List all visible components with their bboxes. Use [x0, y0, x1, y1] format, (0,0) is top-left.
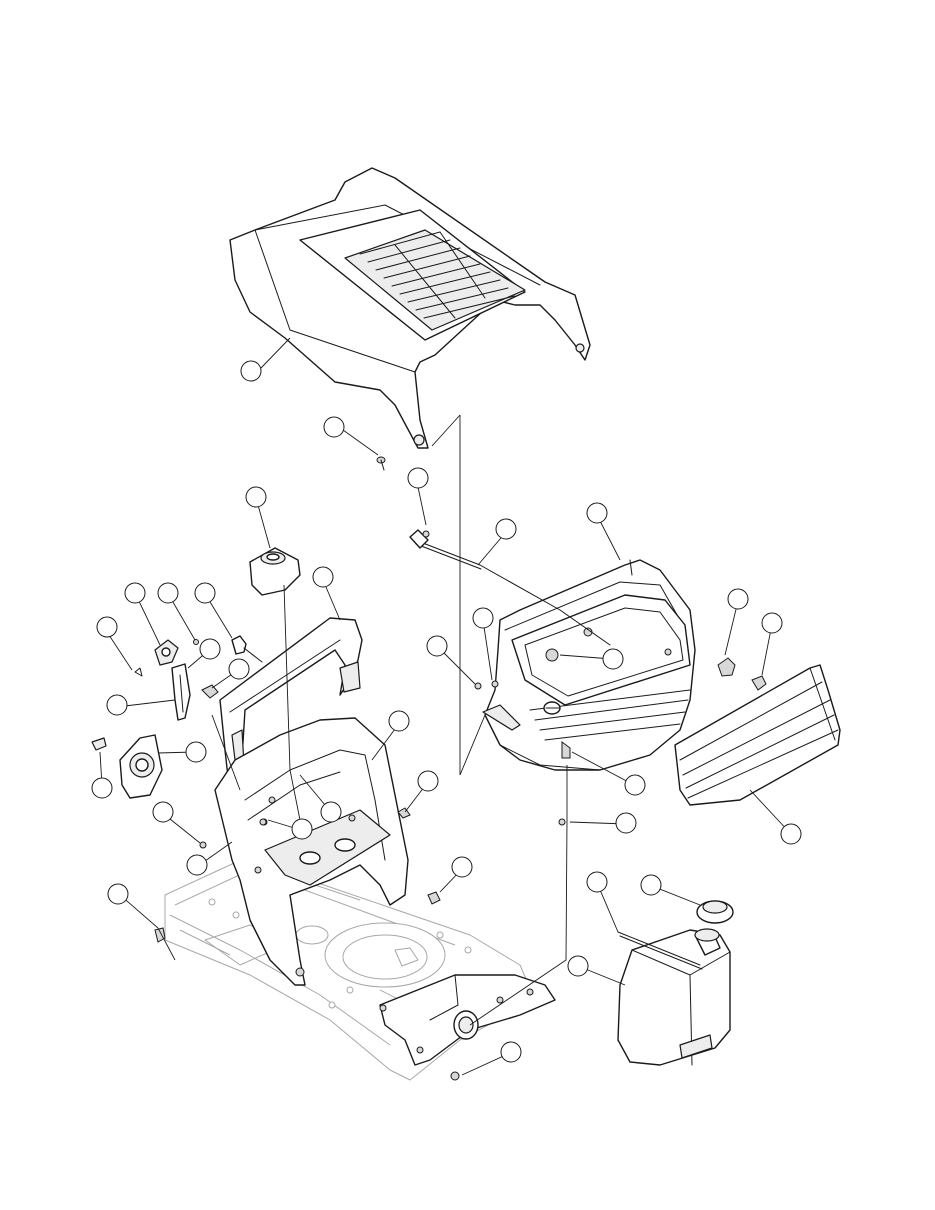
callout-34 — [640, 874, 662, 896]
grille-assembly — [482, 559, 696, 771]
tractor-frame — [164, 857, 536, 1081]
callout-32 — [780, 823, 802, 845]
front-bracket — [379, 974, 556, 1066]
hood-rod — [409, 529, 611, 646]
side-panel — [674, 664, 841, 806]
fasteners — [154, 680, 571, 1081]
callout-13 — [185, 741, 207, 763]
grommet — [201, 684, 219, 699]
callout-3 — [407, 467, 429, 489]
callout-29 — [615, 812, 637, 834]
headlight-housing — [119, 734, 163, 799]
hood-screw — [376, 456, 386, 471]
callout-15 — [152, 801, 174, 823]
panel-clip — [717, 657, 767, 691]
callout-1 — [240, 360, 262, 382]
callout-6 — [124, 582, 146, 604]
callout-24 — [586, 502, 608, 524]
steering-cover — [249, 547, 301, 596]
callout-14 — [91, 777, 113, 799]
callout-5 — [312, 566, 334, 588]
callout-12 — [106, 694, 128, 716]
callout-21 — [451, 856, 473, 878]
fuel-cap — [696, 900, 734, 924]
hood-vent-slats — [359, 231, 516, 319]
callout-28 — [624, 774, 646, 796]
callout-33 — [586, 871, 608, 893]
callout-23 — [495, 518, 517, 540]
callout-27 — [602, 648, 624, 670]
pto-bracket — [171, 663, 191, 721]
callout-8 — [194, 582, 216, 604]
ignition-switch — [154, 639, 179, 666]
throttle-knob — [231, 635, 263, 663]
callout-17 — [291, 818, 313, 840]
callout-7 — [157, 582, 179, 604]
callout-31 — [761, 612, 783, 634]
front-support — [214, 717, 409, 986]
hood — [229, 167, 591, 449]
callout-11 — [228, 658, 250, 680]
callout-10 — [199, 638, 221, 660]
callout-18 — [320, 801, 342, 823]
callout-circles — [91, 360, 802, 1063]
callout-25 — [426, 635, 448, 657]
fuel-tank — [617, 928, 731, 1066]
fuel-gauge-strap — [617, 931, 703, 970]
callout-9 — [96, 616, 118, 638]
callout-26 — [472, 607, 494, 629]
clip — [91, 737, 107, 751]
callout-20 — [417, 770, 439, 792]
keeper — [193, 639, 199, 645]
headlight-bulb — [543, 701, 561, 715]
callout-19 — [388, 710, 410, 732]
callout-30 — [727, 588, 749, 610]
callout-36 — [500, 1041, 522, 1063]
callout-22 — [107, 883, 129, 905]
key — [134, 667, 143, 677]
callout-16 — [186, 854, 208, 876]
callout-2 — [323, 416, 345, 438]
callout-35 — [567, 955, 589, 977]
callout-4 — [245, 486, 267, 508]
